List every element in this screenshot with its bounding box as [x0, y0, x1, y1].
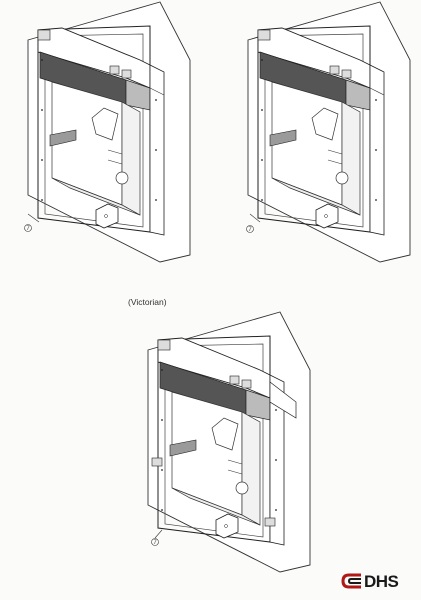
- callout-number-victorian: 7: [153, 540, 157, 546]
- dhs-logo: DHS: [341, 571, 399, 591]
- logo-text: DHS: [364, 571, 399, 591]
- firebox-view-top-left: 7: [24, 1, 191, 263]
- callout-number-top-left: 7: [26, 226, 30, 232]
- firebox-view-victorian: 7: [147, 311, 311, 573]
- firebox-view-top-right: 7: [246, 1, 411, 263]
- callout-number-top-right: 7: [248, 227, 252, 233]
- victorian-caption: (Victorian): [128, 297, 167, 307]
- c-bracket-logo-icon: [341, 573, 361, 589]
